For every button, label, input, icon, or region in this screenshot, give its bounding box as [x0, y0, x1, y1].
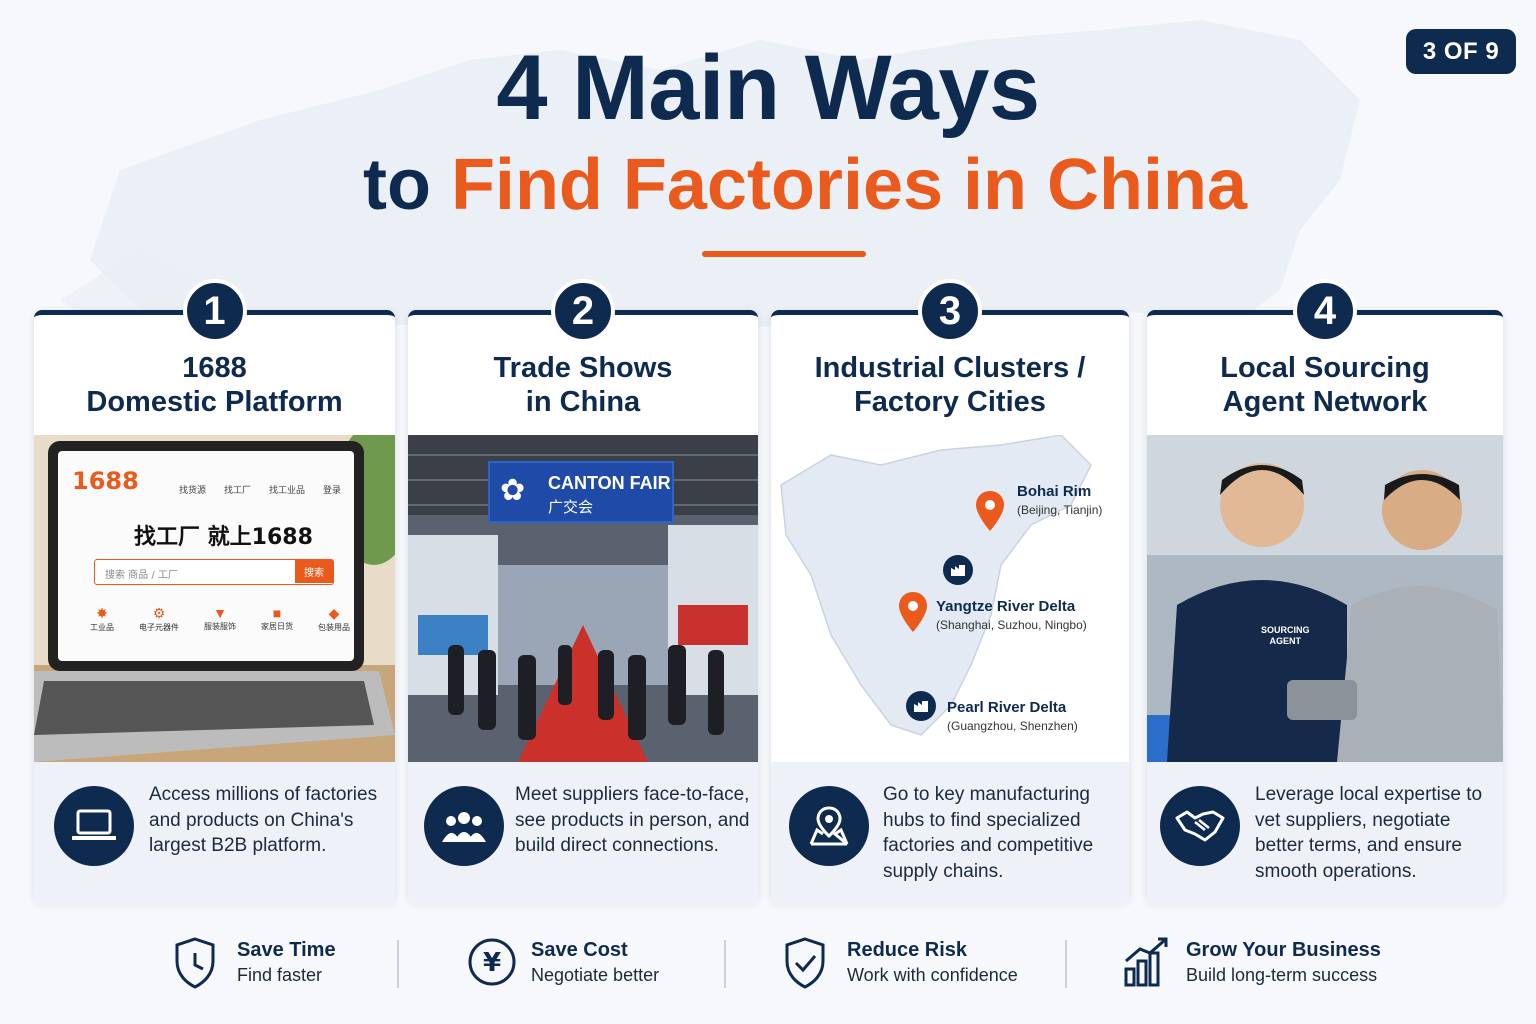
category-item[interactable]: ■家居日货: [261, 605, 293, 631]
cluster-cities: (Beijing, Tianjin): [1017, 503, 1103, 517]
card-description-panel: Go to key manufacturing hubs to find spe…: [771, 762, 1129, 907]
platform-headline: 找工厂 就上1688: [134, 525, 313, 550]
nav-item[interactable]: 找货源: [179, 485, 207, 495]
footer-divider: [397, 940, 399, 988]
card-number-badge: 1: [182, 279, 247, 343]
china-map-illustration: [771, 435, 1129, 762]
search-button[interactable]: 搜索: [295, 560, 333, 583]
card-description: Leverage local expertise to vet supplier…: [1255, 784, 1483, 882]
benefit-title: Reduce Risk: [847, 939, 968, 961]
platform-nav: 找货源 找工厂 找工业品 登录: [179, 483, 341, 496]
footer-divider: [1065, 940, 1067, 988]
page-counter-badge: 3 OF 9: [1406, 29, 1516, 74]
benefit-title: Save Cost: [531, 939, 628, 961]
footer-divider: [724, 940, 726, 988]
category-item[interactable]: ⚙电子元器件: [139, 605, 179, 632]
platform-search-bar[interactable]: 搜索 商品 / 工厂 搜索: [94, 559, 334, 585]
benefit-reduce-risk: Reduce Risk Work with confidence: [783, 935, 1043, 995]
laptop-illustration: [34, 435, 395, 762]
card-description: Go to key manufacturing hubs to find spe…: [883, 784, 1094, 882]
cluster-name: Pearl River Delta: [947, 699, 1067, 716]
card-sourcing-agent: 4 Local Sourcing Agent Network SOURCING …: [1147, 279, 1503, 907]
map-pin-icon: [899, 592, 927, 632]
card-title-line2: Domestic Platform: [86, 386, 343, 418]
title-underline: [702, 251, 866, 257]
benefit-title: Save Time: [237, 939, 336, 961]
growth-chart-icon: [1124, 937, 1168, 987]
card-title-line1: Trade Shows: [493, 352, 673, 384]
yen-coin-icon: ¥: [468, 938, 516, 986]
map-pin-icon: [789, 786, 869, 866]
card-number-badge: 2: [551, 279, 615, 343]
agent-shirt-label: SOURCING AGENT: [1261, 625, 1310, 646]
flower-logo-icon: ✿: [500, 474, 526, 507]
title-prefix: to: [362, 145, 431, 225]
card-description: Meet suppliers face-to-face, see product…: [515, 784, 750, 856]
benefit-subtitle: Build long-term success: [1186, 965, 1378, 985]
banner-text-en: CANTON FAIR: [548, 473, 671, 493]
card-title-line1: Local Sourcing: [1220, 352, 1430, 384]
logo-1688: 1688: [72, 467, 139, 495]
sourcing-agent-photo: SOURCING AGENT: [1147, 435, 1503, 762]
handshake-icon: [1160, 786, 1240, 866]
card-1688-platform: 1 1688 Domestic Platform 1688 找货源 找工厂 找工…: [34, 279, 395, 907]
benefit-title: Grow Your Business: [1186, 939, 1381, 961]
card-industrial-clusters: 3 Industrial Clusters / Factory Cities B…: [771, 279, 1129, 907]
card-title-line2: in China: [525, 386, 641, 418]
shield-check-icon: [785, 937, 825, 989]
people-group-icon: [424, 786, 504, 866]
laptop-icon: [54, 786, 134, 866]
map-pin-icon: [976, 491, 1004, 531]
nav-item[interactable]: 登录: [323, 485, 342, 495]
cluster-name: Bohai Rim: [1017, 483, 1092, 500]
card-trade-shows: 2 Trade Shows in China ✿ CA: [408, 279, 758, 907]
category-item[interactable]: ✸工业品: [90, 605, 114, 632]
banner-text-cn: 广交会: [548, 498, 594, 516]
benefit-subtitle: Work with confidence: [847, 965, 1018, 985]
card-title: 1688 Domestic Platform: [34, 351, 395, 419]
cluster-name: Yangtze River Delta: [936, 598, 1076, 615]
card-title: Local Sourcing Agent Network: [1147, 351, 1503, 419]
title-highlight: Find Factories in China: [450, 145, 1248, 225]
canton-fair-banner: ✿ CANTON FAIR 广交会: [488, 461, 674, 523]
category-item[interactable]: ▼服装服饰: [204, 605, 236, 631]
card-number-badge: 3: [918, 279, 982, 343]
trade-show-photo: ✿ CANTON FAIR 广交会: [408, 435, 758, 762]
card-title: Trade Shows in China: [408, 351, 758, 419]
category-item[interactable]: ◆包装用品: [318, 605, 350, 632]
benefit-grow-business: Grow Your Business Build long-term succe…: [1122, 935, 1402, 995]
search-placeholder: 搜索 商品 / 工厂: [105, 570, 178, 581]
laptop-1688-photo: 1688 找货源 找工厂 找工业品 登录 找工厂 就上1688 搜索 商品 / …: [34, 435, 395, 762]
shield-clock-icon: [175, 937, 215, 989]
category-row: ✸工业品 ⚙电子元器件 ▼服装服饰 ■家居日货 ◆包装用品: [90, 605, 350, 633]
card-title-line2: Agent Network: [1222, 386, 1428, 418]
benefit-save-time: Save Time Find faster: [173, 935, 393, 995]
factory-icon: [906, 691, 936, 721]
card-title: Industrial Clusters / Factory Cities: [771, 351, 1129, 419]
card-title-line1: Industrial Clusters /: [814, 352, 1086, 384]
card-description: Access millions of factories and product…: [149, 784, 378, 856]
benefit-subtitle: Find faster: [237, 965, 323, 985]
agent-inspection-illustration: [1147, 435, 1503, 762]
nav-item[interactable]: 找工业品: [269, 485, 306, 495]
card-description-panel: Access millions of factories and product…: [34, 762, 395, 907]
card-number-badge: 4: [1293, 279, 1357, 343]
cluster-cities: (Guangzhou, Shenzhen): [947, 719, 1078, 733]
card-title-line2: Factory Cities: [854, 386, 1046, 418]
card-title-line1: 1688: [182, 352, 247, 384]
factory-icon: [943, 555, 973, 585]
nav-item[interactable]: 找工厂: [224, 485, 252, 495]
card-description-panel: Leverage local expertise to vet supplier…: [1147, 762, 1503, 907]
page-title-line1: 4 Main Ways: [496, 37, 1040, 139]
page-title-line2: to Find Factories in China: [0, 140, 1536, 230]
benefit-save-cost: ¥ Save Cost Negotiate better: [467, 935, 707, 995]
svg-text:¥: ¥: [483, 948, 501, 978]
cluster-map: Bohai Rim (Beijing, Tianjin) Yangtze Riv…: [771, 435, 1129, 762]
card-description-panel: Meet suppliers face-to-face, see product…: [408, 762, 758, 907]
cluster-cities: (Shanghai, Suzhou, Ningbo): [936, 618, 1087, 632]
benefit-subtitle: Negotiate better: [531, 965, 660, 985]
